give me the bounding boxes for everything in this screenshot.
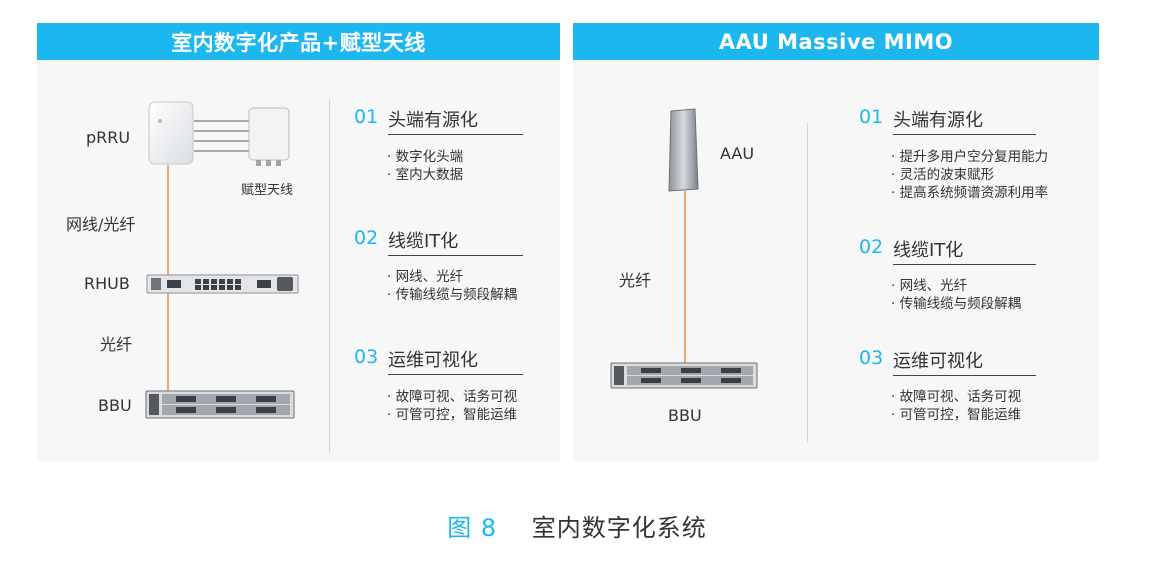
figure-caption: 图 8 室内数字化系统 — [0, 508, 1154, 543]
right-bbu-label: BBU — [668, 406, 702, 425]
right-fiber-label: 光纤 — [619, 271, 652, 290]
right-section-2-bullet-2: 传输线缆与频段解耦 — [891, 295, 1022, 313]
figure-number: 图 8 — [447, 514, 498, 542]
left-bbu-device-icon — [145, 390, 295, 419]
left-panel-title: 室内数字化产品+赋型天线 — [37, 23, 560, 60]
right-fiber-line — [684, 191, 686, 381]
left-section-2-title: 线缆IT化 — [388, 231, 459, 252]
left-section-3-num: 03 — [354, 346, 379, 368]
rhub-device-icon — [146, 274, 299, 294]
right-section-2-num: 02 — [859, 236, 884, 258]
left-divider — [329, 100, 330, 452]
right-section-1-num: 01 — [859, 106, 884, 128]
left-section-2-bullet-2: 传输线缆与频段解耦 — [387, 286, 518, 304]
left-bbu-label: BBU — [98, 396, 132, 415]
left-section-1-num: 01 — [354, 106, 379, 128]
cable-label: 网线/光纤 — [66, 215, 136, 234]
prru-device-icon — [148, 101, 194, 165]
right-panel: AAU Massive MIMO AAU 光纤 BBU 01 头端有源化 提升多… — [573, 23, 1099, 461]
right-section-1-rule — [893, 134, 1036, 135]
left-section-2-bullet-1: 网线、光纤 — [387, 268, 464, 286]
antenna-cables — [194, 120, 250, 152]
right-section-3-bullet-1: 故障可视、话务可视 — [891, 388, 1022, 406]
left-fiber-label: 光纤 — [100, 335, 133, 354]
left-section-3-rule — [388, 374, 523, 375]
antenna-label: 赋型天线 — [241, 183, 294, 198]
left-section-2-rule — [388, 255, 523, 256]
right-section-1-bullet-3: 提高系统频谱资源利用率 — [891, 184, 1049, 202]
right-section-3-rule — [893, 375, 1036, 376]
right-section-3-bullet-2: 可管可控，智能运维 — [891, 406, 1022, 424]
right-section-2-rule — [893, 264, 1036, 265]
rhub-label: RHUB — [84, 274, 130, 293]
prru-label: pRRU — [86, 128, 131, 147]
left-section-1-title: 头端有源化 — [388, 110, 478, 131]
right-section-3-title: 运维可视化 — [893, 351, 983, 372]
left-section-3-bullet-2: 可管可控，智能运维 — [387, 406, 518, 424]
right-section-3-num: 03 — [859, 347, 884, 369]
right-section-1-bullet-2: 灵活的波束赋形 — [891, 166, 995, 184]
right-divider — [807, 123, 808, 443]
left-section-3-title: 运维可视化 — [388, 350, 478, 371]
right-section-1-title: 头端有源化 — [893, 110, 983, 131]
aau-label: AAU — [720, 144, 755, 163]
aau-device-icon — [668, 108, 699, 192]
right-section-2-title: 线缆IT化 — [893, 240, 964, 261]
right-panel-title: AAU Massive MIMO — [573, 23, 1099, 60]
left-panel: 室内数字化产品+赋型天线 pRRU 赋型天线 网线/光纤 RHUB 光纤 BBU — [37, 23, 560, 461]
left-section-1-bullet-2: 室内大数据 — [387, 166, 464, 184]
left-section-1-rule — [388, 134, 523, 135]
right-section-1-bullet-1: 提升多用户空分复用能力 — [891, 148, 1049, 166]
left-section-3-bullet-1: 故障可视、话务可视 — [387, 388, 518, 406]
figure-caption-text: 室内数字化系统 — [531, 514, 707, 542]
shaped-antenna-icon — [248, 107, 290, 166]
left-section-1-bullet-1: 数字化头端 — [387, 148, 464, 166]
right-bbu-device-icon — [610, 362, 758, 389]
left-section-2-num: 02 — [354, 227, 379, 249]
right-section-2-bullet-1: 网线、光纤 — [891, 277, 968, 295]
